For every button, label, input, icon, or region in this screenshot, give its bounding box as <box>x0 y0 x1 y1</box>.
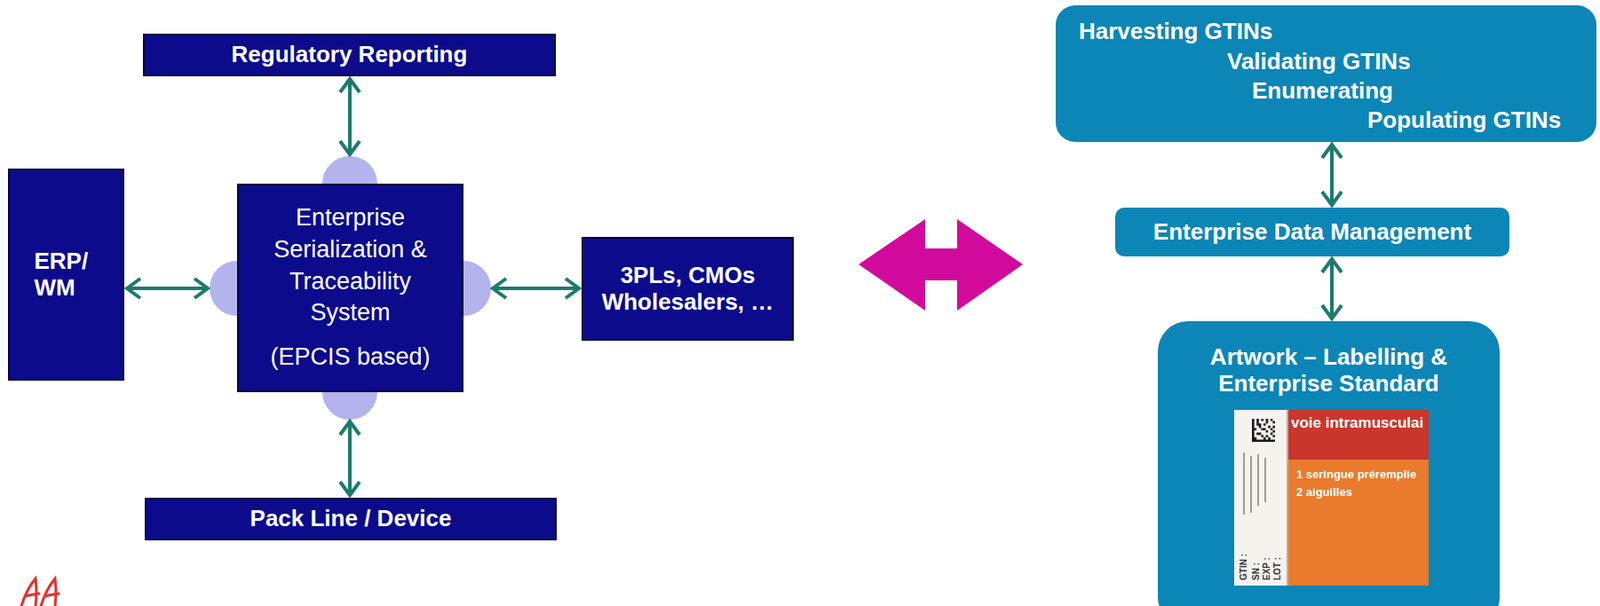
system-box: Pack Line / Device <box>144 498 557 541</box>
arrow-head <box>565 278 579 299</box>
connector-line <box>1330 144 1334 206</box>
node-text: Harvesting GTINs <box>1078 18 1273 46</box>
partner-box: 3PLs, CMOs Wholesalers, … <box>581 237 794 341</box>
node-text: Validating GTINs <box>1227 48 1411 76</box>
node-text: 3PLs, CMOs Wholesalers, … <box>592 262 784 317</box>
connector-line <box>126 286 208 291</box>
arrow-head <box>194 278 208 299</box>
package-print: GTIN : <box>1239 554 1249 581</box>
arrow-head <box>1322 144 1342 159</box>
node-text: Populating GTINs <box>1367 107 1561 135</box>
node-text: Regulatory Reporting <box>231 41 468 69</box>
connector-arrow <box>1322 144 1342 206</box>
package-print: SN : <box>1251 562 1261 581</box>
package-side <box>1234 410 1288 587</box>
artwork-box: Artwork – Labelling & Enterprise Standar… <box>1157 321 1500 606</box>
arrow-head <box>340 482 360 496</box>
node-text: Enumerating <box>1251 78 1394 105</box>
hub-box: Enterprise Serialization & Traceability … <box>237 183 464 393</box>
package-text: 2 aiguilles <box>1296 486 1353 499</box>
system-box: ERP/ WM <box>7 168 125 381</box>
node-text: ERP/ WM <box>34 248 99 302</box>
package-edge <box>1286 410 1289 587</box>
package-red-band <box>1288 410 1429 460</box>
port-semicircle <box>463 261 492 317</box>
connector-arrow <box>126 278 208 299</box>
port-semicircle <box>322 392 378 420</box>
arrow-head <box>340 421 360 436</box>
connector-arrow <box>340 421 360 496</box>
arrow-head <box>340 141 360 155</box>
node-text: Enterprise Data Management <box>1153 219 1472 246</box>
port-semicircle <box>322 156 378 184</box>
package-orange-face <box>1288 459 1429 587</box>
node-text: Pack Line / Device <box>250 506 452 533</box>
connector-arrow <box>340 79 360 155</box>
package-print: EXP : <box>1262 557 1272 581</box>
print-line <box>1264 458 1267 503</box>
print-line <box>1257 454 1260 507</box>
connector-arrow <box>1322 259 1342 319</box>
node-text: (EPCIS based) <box>269 341 430 374</box>
connector-arrow <box>492 278 579 299</box>
package-print: LOT : <box>1273 557 1283 581</box>
double-arrow <box>858 219 1023 311</box>
connector-line <box>348 421 352 496</box>
connector-line <box>492 286 579 291</box>
arrow-head <box>492 278 507 299</box>
system-box: Regulatory Reporting <box>142 33 556 77</box>
node-text: Enterprise Serialization & Traceability … <box>247 202 453 331</box>
process-box: Harvesting GTINsValidating GTINsEnumerat… <box>1055 5 1597 143</box>
photo-ground <box>1234 410 1429 587</box>
arrow-head <box>340 79 360 93</box>
arrow-head <box>1322 259 1342 273</box>
package-text: 1 seringue préremplie <box>1296 468 1417 481</box>
arrow-head <box>1322 305 1342 319</box>
package-photo: voie intramusculai 1 seringue préremplie… <box>1234 410 1429 587</box>
connector-line <box>1330 259 1334 319</box>
connector-line <box>348 79 352 155</box>
package-text: voie intramusculai <box>1291 415 1424 431</box>
arrow-head <box>1322 191 1342 206</box>
print-line <box>1250 456 1252 514</box>
logo-mark <box>21 578 59 606</box>
datamatrix-code <box>1251 419 1276 443</box>
arrow-head <box>126 278 141 299</box>
print-line <box>1243 452 1245 515</box>
node-text: Artwork – Labelling & Enterprise Standar… <box>1166 344 1491 398</box>
process-box: Enterprise Data Management <box>1115 207 1510 257</box>
port-semicircle <box>209 261 238 317</box>
